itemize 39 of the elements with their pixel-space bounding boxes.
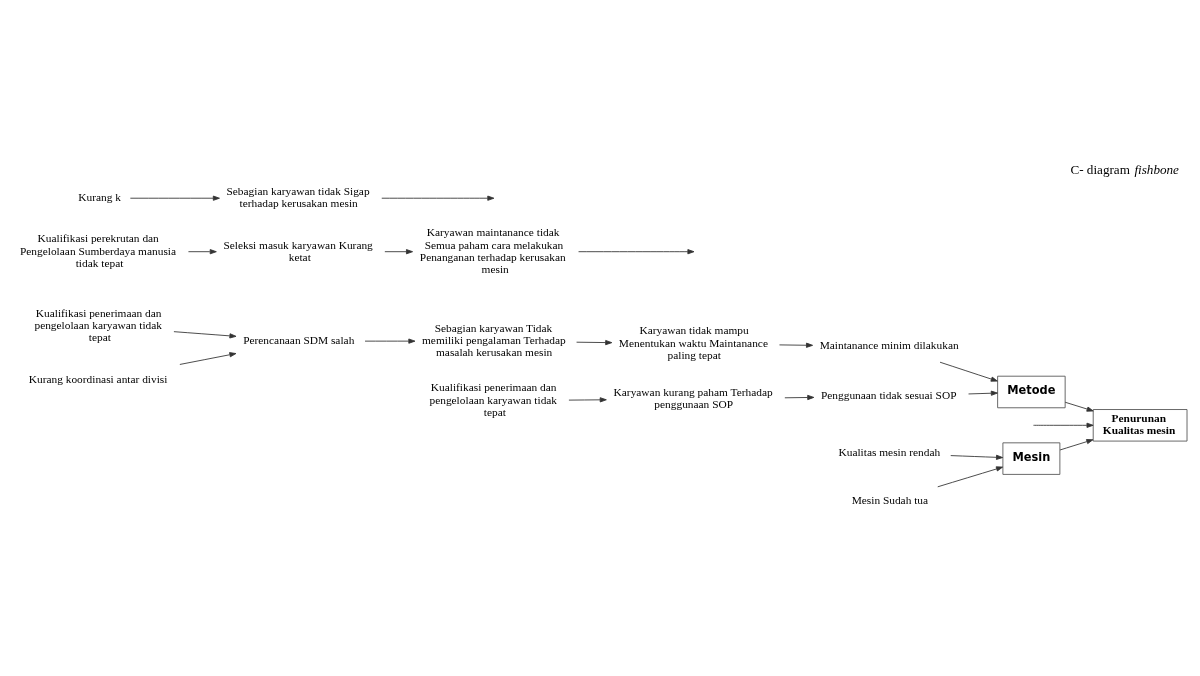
node-box: Mesin [1002,441,1061,475]
node-text: Penggunaan tidak sesuai SOP [820,388,957,401]
arrow [1059,438,1094,450]
node-box: Penurunan Kualitas mesin [1092,408,1188,442]
arrow [568,396,607,402]
arrow [779,342,814,348]
arrow [784,394,815,400]
node-text: Sebagian karyawan tidak Sigap terhadap kerusakan mesin [226,184,370,209]
arrow [384,248,413,254]
arrow [173,330,237,338]
node-text: Karyawan tidak mampu Menentukan waktu Maintanance paling tepat [618,323,768,361]
node-text: Kualifikasi perekrutan dan Pengelolaan Sumberdaya manusia tidak tepat [19,231,177,269]
node-text: Perencanaan SDM salah [243,333,355,346]
arrow [381,195,495,201]
node-text: Mesin Sudah tua [851,493,929,506]
node-text: Kualifikasi penerimaan dan pengelolaan karyawan tidak tepat [34,306,163,343]
arrow [129,195,220,201]
node-text: Karyawan kurang paham Terhadap penggunaan SOP [613,385,773,410]
node-text: Kurang k [78,190,121,203]
arrow [937,465,1004,487]
arrow [968,390,998,396]
arrow [939,361,998,382]
node-text: Maintanance minim dilakukan [819,338,959,351]
arrow [188,248,217,254]
node-text: Sebagian karyawan Tidak memiliki pengalaman Terhadap masalah kerusakan mesin [422,321,566,358]
diagram-title: C- diagram fishbone [1070,161,1179,177]
arrow [950,454,1004,460]
node-text: Kualitas mesin rendah [838,445,941,458]
arrow [364,338,416,344]
arrow [1064,401,1094,412]
arrow [179,351,237,365]
node-text: Seleksi masuk karyawan Kurang ketat [223,238,373,263]
node-text: Kurang koordinasi antar divisi [28,372,168,385]
node-text: Kualifikasi penerimaan dan pengelolaan karyawan tidak tepat [429,380,558,418]
arrow [1033,422,1094,428]
arrow [576,339,613,345]
node-text: Karyawan maintanance tidak Semua paham cara melakukan Penanganan terhadap kerusakan mesin [419,225,566,275]
node-box: Metode [997,375,1066,408]
arrow [578,248,695,254]
